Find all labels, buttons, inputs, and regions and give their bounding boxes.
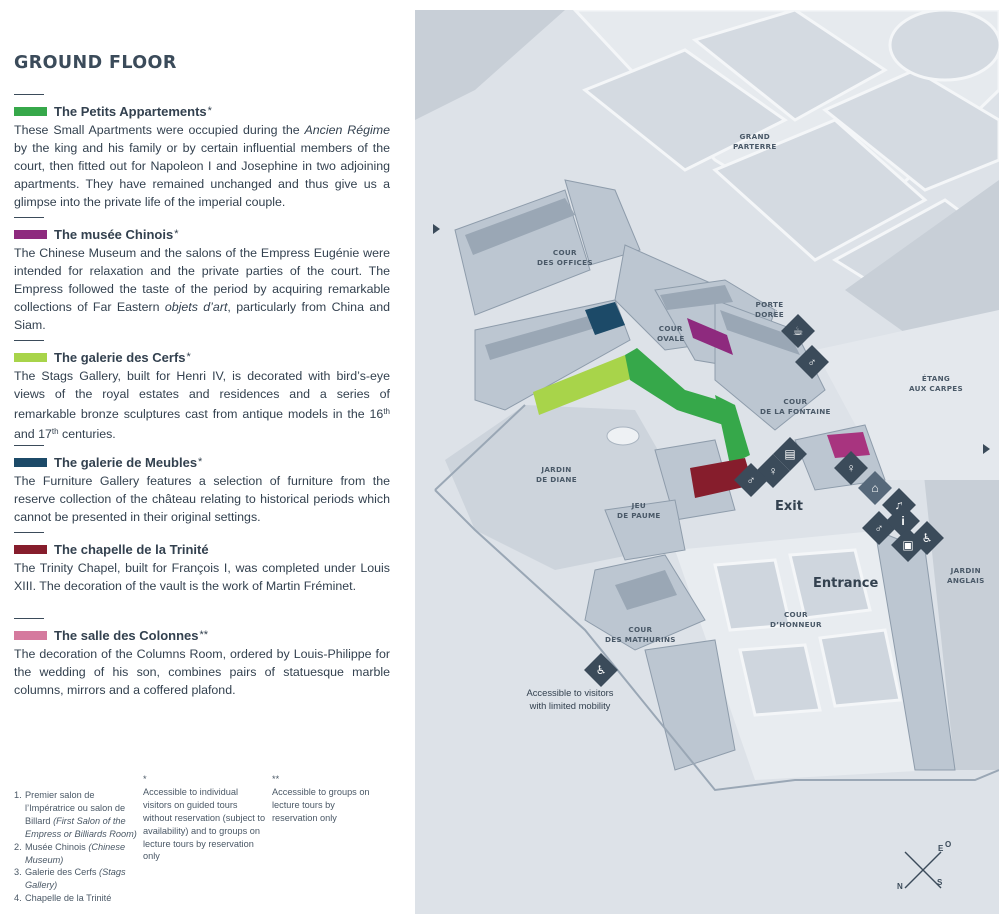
etang-pond xyxy=(815,310,999,480)
section-rule xyxy=(14,340,44,341)
room-number-item: 1.Premier salon de l’Impératrice ou salo… xyxy=(14,789,139,841)
color-swatch xyxy=(14,352,47,362)
petits-appartements-highlight xyxy=(625,348,735,428)
section-title: The galerie de Meubles* xyxy=(54,454,203,470)
section-head: The musée Chinois* xyxy=(14,226,390,242)
color-swatch xyxy=(14,544,47,554)
section-title: The salle des Colonnes** xyxy=(54,627,209,643)
section-body: The decoration of the Columns Room, orde… xyxy=(14,647,390,698)
map-drawing xyxy=(415,10,999,792)
room-number: 1. xyxy=(14,790,22,800)
compass-e: E xyxy=(938,844,944,853)
chevron-right-icon xyxy=(983,444,990,454)
section-petits-appartements: The Petits Appartements* These Small Apa… xyxy=(14,94,390,211)
ticket-icon: ▣ xyxy=(891,528,925,562)
section-body: These Small Apartments were occupied dur… xyxy=(14,123,390,210)
section-title: The chapelle de la Trinité xyxy=(54,541,209,557)
musee-chinois-highlight xyxy=(687,318,733,355)
restroom-icon: ♂ xyxy=(795,345,829,379)
room-name: Galerie des Cerfs (Stags Gallery) xyxy=(25,867,126,891)
salle-colonnes-highlight xyxy=(827,432,870,458)
note-double-star: ** Accessible to groups on lecture tours… xyxy=(272,773,382,825)
section-head: The chapelle de la Trinité xyxy=(14,541,390,557)
room-number: 2. xyxy=(14,841,22,852)
compass-lines xyxy=(904,851,942,889)
note-text: Accessible to groups on lecture tours by… xyxy=(272,786,370,823)
note-mark: * xyxy=(143,774,147,784)
note-text: Accessible to individual visitors on gui… xyxy=(143,786,266,862)
compass-o: O xyxy=(945,840,952,849)
section-title: The musée Chinois* xyxy=(54,226,179,242)
section-title: The Petits Appartements* xyxy=(54,103,212,119)
room-number: 4. xyxy=(14,893,22,904)
section-salle-colonnes: The salle des Colonnes** The decoration … xyxy=(14,618,390,699)
compass-s: S xyxy=(937,878,943,887)
section-chapelle-trinite: The chapelle de la Trinité The Trinity C… xyxy=(14,532,390,595)
section-head: The salle des Colonnes** xyxy=(14,627,390,643)
perimeter-wall xyxy=(434,489,999,792)
section-head: The Petits Appartements* xyxy=(14,103,390,119)
section-head: The galerie des Cerfs* xyxy=(14,349,390,365)
color-swatch xyxy=(14,630,47,640)
chapelle-trinite-highlight xyxy=(690,458,753,498)
section-head: The galerie de Meubles* xyxy=(14,454,390,470)
section-musee-chinois: The musée Chinois* The Chinese Museum an… xyxy=(14,217,390,334)
cour-dhonneur-lawns xyxy=(713,548,902,717)
compass-rose: E S N O xyxy=(893,840,953,900)
highlighted-rooms xyxy=(533,302,870,498)
color-swatch xyxy=(14,106,47,116)
exit-label: Exit xyxy=(775,499,803,514)
color-swatch xyxy=(14,229,47,239)
room-name: Premier salon de l’Impératrice ou salon … xyxy=(25,790,137,839)
section-body: The Furniture Gallery features a selecti… xyxy=(14,474,390,525)
entrance-label: Entrance xyxy=(813,576,879,591)
section-rule xyxy=(14,445,44,446)
compass-n: N xyxy=(897,882,903,891)
floor-title: GROUND FLOOR xyxy=(14,53,177,73)
note-single-star: * Accessible to individual visitors on g… xyxy=(143,773,268,863)
wheelchair-access-icon: ♿ xyxy=(584,653,618,687)
room-number-item: 3.Galerie des Cerfs (Stags Gallery) xyxy=(14,866,139,892)
section-rule xyxy=(14,532,44,533)
section-rule xyxy=(14,217,44,218)
room-name: Chapelle de la Trinité xyxy=(25,893,112,904)
section-body: The Stags Gallery, built for Henri IV, i… xyxy=(14,369,390,442)
note-mark: ** xyxy=(272,774,280,784)
chevron-left-icon xyxy=(433,224,440,234)
cafe-icon: ☕ xyxy=(781,314,815,348)
room-number-item: 2.Musée Chinois (Chinese Museum) xyxy=(14,841,139,867)
galerie-meubles-highlight xyxy=(585,302,625,335)
galerie-des-cerfs-highlight xyxy=(533,355,633,415)
section-galerie-cerfs: The galerie des Cerfs* The Stags Gallery… xyxy=(14,340,390,443)
section-rule xyxy=(14,618,44,619)
section-title: The galerie des Cerfs* xyxy=(54,349,191,365)
section-body: The Chinese Museum and the salons of the… xyxy=(14,246,390,333)
room-number-list: 1.Premier salon de l’Impératrice ou salo… xyxy=(14,789,139,905)
room-name: Musée Chinois (Chinese Museum) xyxy=(25,841,126,865)
section-rule xyxy=(14,94,44,95)
room-number: 3. xyxy=(14,867,22,878)
roofs xyxy=(465,198,800,610)
room-number-item: 4.Chapelle de la Trinité xyxy=(14,892,139,905)
section-body: The Trinity Chapel, built for François I… xyxy=(14,561,390,594)
color-swatch xyxy=(14,457,47,467)
restroom-icon-3: ♂ xyxy=(734,463,768,497)
section-galerie-meubles: The galerie de Meubles* The Furniture Ga… xyxy=(14,445,390,526)
legend-panel: GROUND FLOOR The Petits Appartements* Th… xyxy=(14,0,390,915)
